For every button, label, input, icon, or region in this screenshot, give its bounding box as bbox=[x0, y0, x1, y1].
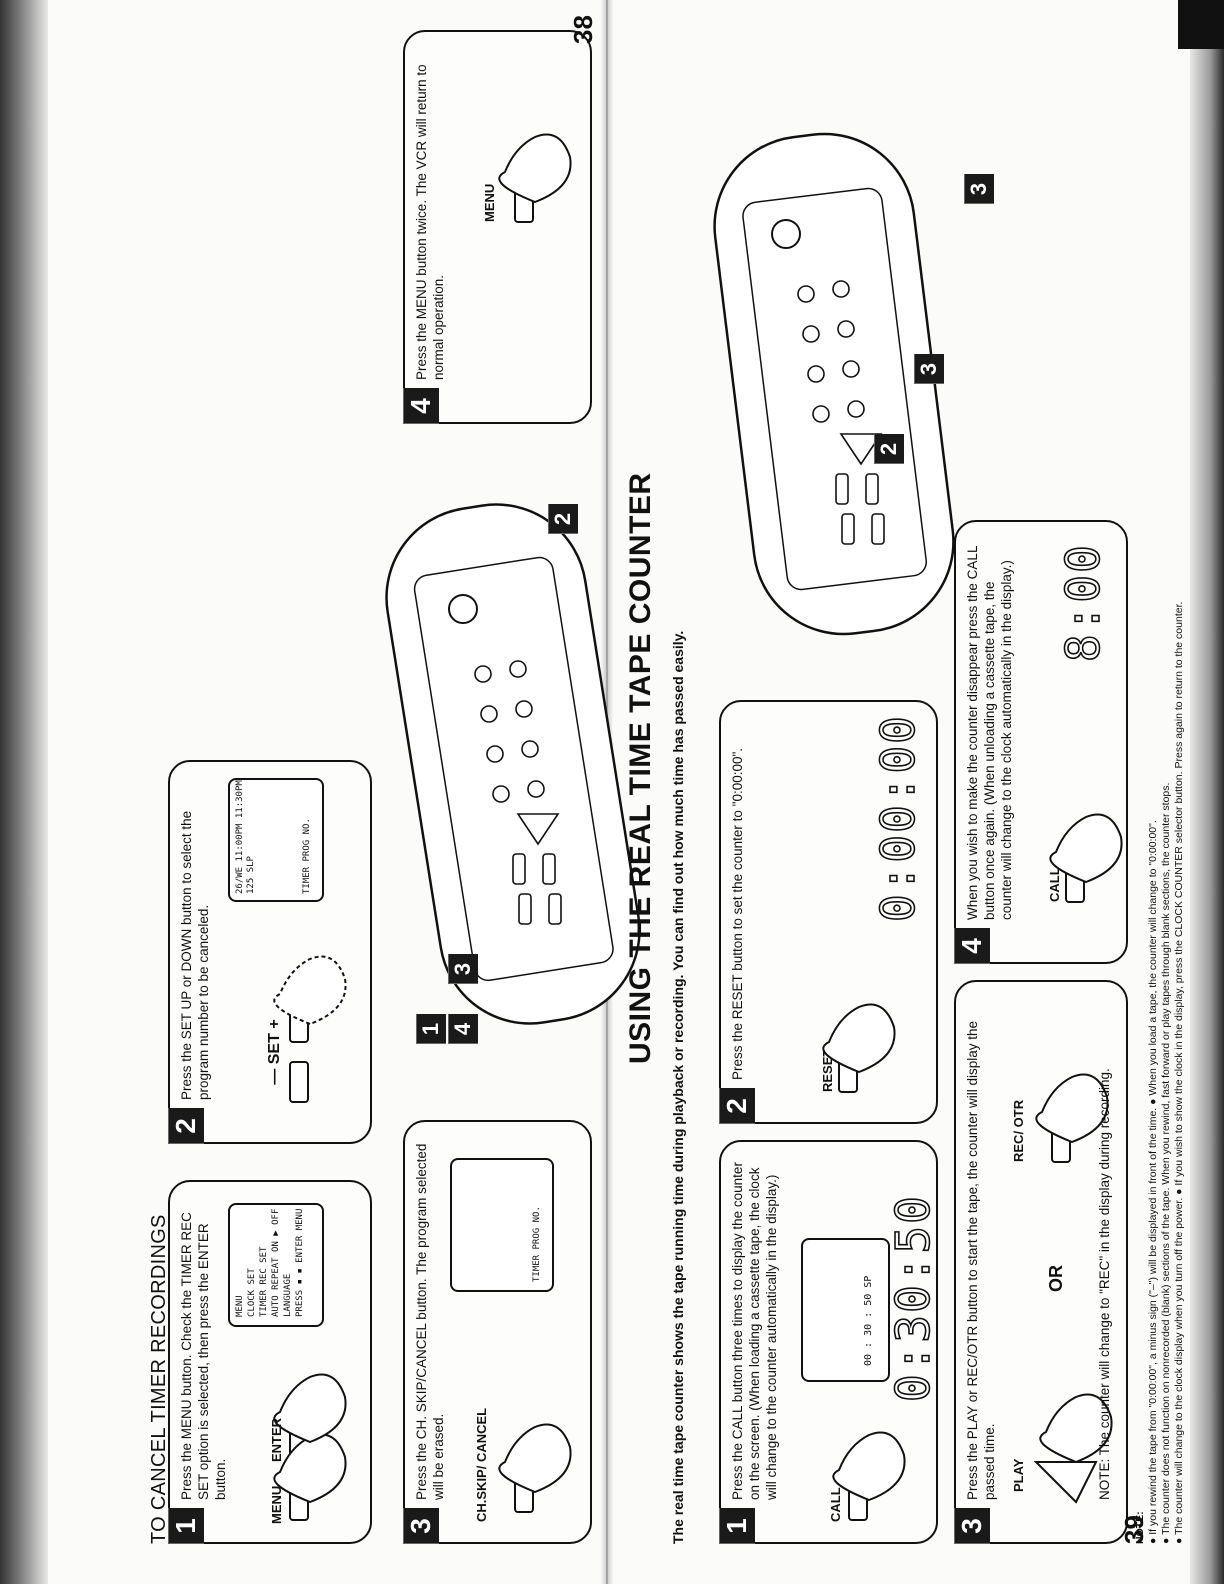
osd-line: TIMER REC SET bbox=[259, 1246, 269, 1317]
note-item: ● The counter will change to the clock d… bbox=[1173, 601, 1185, 1544]
osd-counter-readout: 00 : 30 : 50 SP bbox=[863, 1275, 874, 1366]
remote-control-illustration bbox=[713, 132, 955, 636]
osd-menu-title: MENU bbox=[235, 1295, 245, 1317]
step-3-note: NOTE: The counter will change to "REC" i… bbox=[1097, 1068, 1112, 1500]
page-number: 39 bbox=[1119, 1515, 1149, 1544]
hand-press-icon bbox=[1049, 813, 1123, 903]
callout-3: 3 bbox=[448, 954, 478, 984]
notes-block: NOTE: ● If you rewind the tape from "0:0… bbox=[1134, 64, 1186, 1544]
page-title: USING THE REAL TIME TAPE COUNTER bbox=[624, 472, 657, 1064]
counter-osd-screen: 00 : 30 : 50 SP bbox=[801, 1238, 890, 1382]
note-item: ● The counter does not function on nonre… bbox=[1160, 782, 1172, 1544]
intro-text: The real time tape counter shows the tap… bbox=[670, 630, 686, 1544]
note-item: ● If you rewind the tape from "0:00:00",… bbox=[1147, 820, 1159, 1544]
hand-press-icon bbox=[1033, 1073, 1113, 1504]
step-3-box: 3 Press the PLAY or REC/OTR button to st… bbox=[954, 980, 1128, 1544]
callout-4: 4 bbox=[448, 1014, 478, 1044]
osd-line: PRESS ▪ ▪ ENTER MENU bbox=[295, 1208, 305, 1317]
display-counter: 0:00:00 bbox=[870, 713, 926, 922]
step-3-box: 3 Press the CH. SKIP/CANCEL button. The … bbox=[403, 1120, 592, 1544]
callout-3: 3 bbox=[914, 354, 944, 384]
menu-osd-screen: MENU CLOCK SET TIMER REC SET AUTO REPEAT… bbox=[228, 1203, 324, 1327]
display-counter: 0:30:50 bbox=[885, 1193, 941, 1402]
step-1-box: 1 Press the MENU button. Check the TIMER… bbox=[168, 1180, 372, 1544]
hand-press-icon bbox=[498, 1423, 572, 1513]
hand-press-icon bbox=[273, 1373, 347, 1521]
osd-line: AUTO REPEAT ON ▶ OFF bbox=[271, 1208, 281, 1317]
page-39: USING THE REAL TIME TAPE COUNTER The rea… bbox=[614, 0, 1190, 1584]
timer-osd-screen: 26/WE 11:00PM 11:30PM 125 SLP TIMER PROG… bbox=[228, 778, 324, 902]
page-edge-bottom bbox=[1190, 0, 1224, 1584]
page-number: 38 bbox=[568, 15, 598, 44]
page-edge-top bbox=[0, 0, 48, 1584]
step-4-box: 4 Press the MENU button twice. The VCR w… bbox=[403, 30, 592, 424]
remote-control-illustration bbox=[385, 503, 641, 1025]
osd-line: TIMER PROG NO. bbox=[532, 1206, 542, 1282]
page-38: TO CANCEL TIMER RECORDINGS 1 Press the M… bbox=[48, 0, 641, 1584]
callout-1: 1 bbox=[416, 1014, 446, 1044]
step-1-box: 1 Press the CALL button three times to d… bbox=[719, 1140, 941, 1544]
hand-press-icon bbox=[822, 1003, 896, 1093]
hand-set-icon bbox=[273, 955, 347, 1103]
callout-2: 2 bbox=[548, 504, 578, 534]
osd-line: 26/WE 11:00PM 11:30PM 125 SLP bbox=[235, 780, 256, 894]
step-2-box: 2 Press the RESET button to set the coun… bbox=[719, 700, 938, 1124]
step-4-box: 4 When you wish to make the counter disa… bbox=[954, 520, 1128, 964]
set-button-label: — SET + bbox=[266, 1019, 283, 1085]
timer-osd-screen: TIMER PROG NO. bbox=[450, 1158, 554, 1292]
callout-2: 2 bbox=[874, 434, 904, 464]
callout-3: 3 bbox=[964, 174, 994, 204]
osd-line: CLOCK SET bbox=[247, 1268, 257, 1317]
menu-button-label: MENU bbox=[269, 1485, 284, 1524]
osd-line: LANGUAGE bbox=[283, 1273, 293, 1317]
enter-button-label: ENTER bbox=[269, 1417, 284, 1462]
step-2-box: 2 Press the SET UP or DOWN button to sel… bbox=[168, 760, 372, 1144]
hand-press-icon bbox=[498, 133, 572, 223]
display-clock: 8:00 bbox=[1055, 542, 1111, 662]
notes-heading: NOTE: bbox=[1134, 1511, 1146, 1544]
hand-press-icon bbox=[832, 1431, 906, 1521]
osd-line: TIMER PROG NO. bbox=[302, 818, 312, 894]
